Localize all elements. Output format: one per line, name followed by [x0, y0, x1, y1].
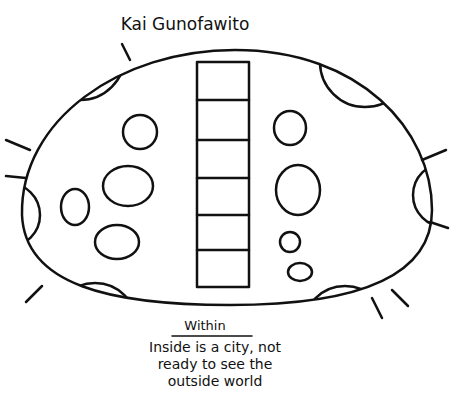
artist-name: Kai Gunofawito [110, 14, 260, 34]
edge-spots [0, 10, 451, 370]
spots [61, 111, 320, 281]
poem-text: Inside is a city, not ready to see the o… [140, 339, 290, 389]
bristles [6, 44, 448, 318]
poem-title: Within [160, 318, 250, 334]
egg-outline [22, 50, 432, 305]
ladder [197, 62, 249, 287]
underline [172, 335, 252, 337]
